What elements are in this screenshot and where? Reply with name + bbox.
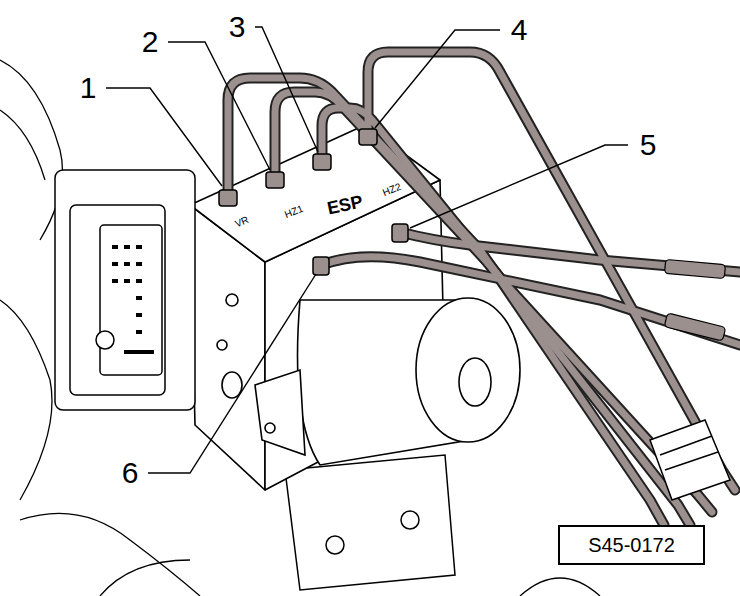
pump-motor: [255, 298, 520, 465]
control-unit-connector: [55, 170, 195, 410]
union-nut: [219, 129, 408, 275]
leader-lines: [106, 27, 628, 473]
callout-number: 5: [640, 130, 657, 160]
flex-hoses: [664, 259, 726, 341]
callout-number: 6: [122, 458, 139, 488]
port-marking: HZ2: [381, 182, 402, 198]
callout-number: 4: [511, 15, 528, 45]
callout-number: 1: [80, 73, 97, 103]
mounting-bracket: [285, 455, 455, 590]
background-wiring: [0, 60, 600, 596]
figure-number: S45-0172: [588, 534, 675, 556]
callout-number: 3: [229, 12, 246, 42]
port-marking: HZ1: [283, 204, 304, 220]
unit-marking: ESP: [326, 192, 365, 217]
pipe-clip: [650, 420, 730, 500]
callout-number: 2: [142, 27, 159, 57]
figure-number-box: S45-0172: [558, 525, 705, 565]
port-marking: VR: [234, 215, 251, 229]
